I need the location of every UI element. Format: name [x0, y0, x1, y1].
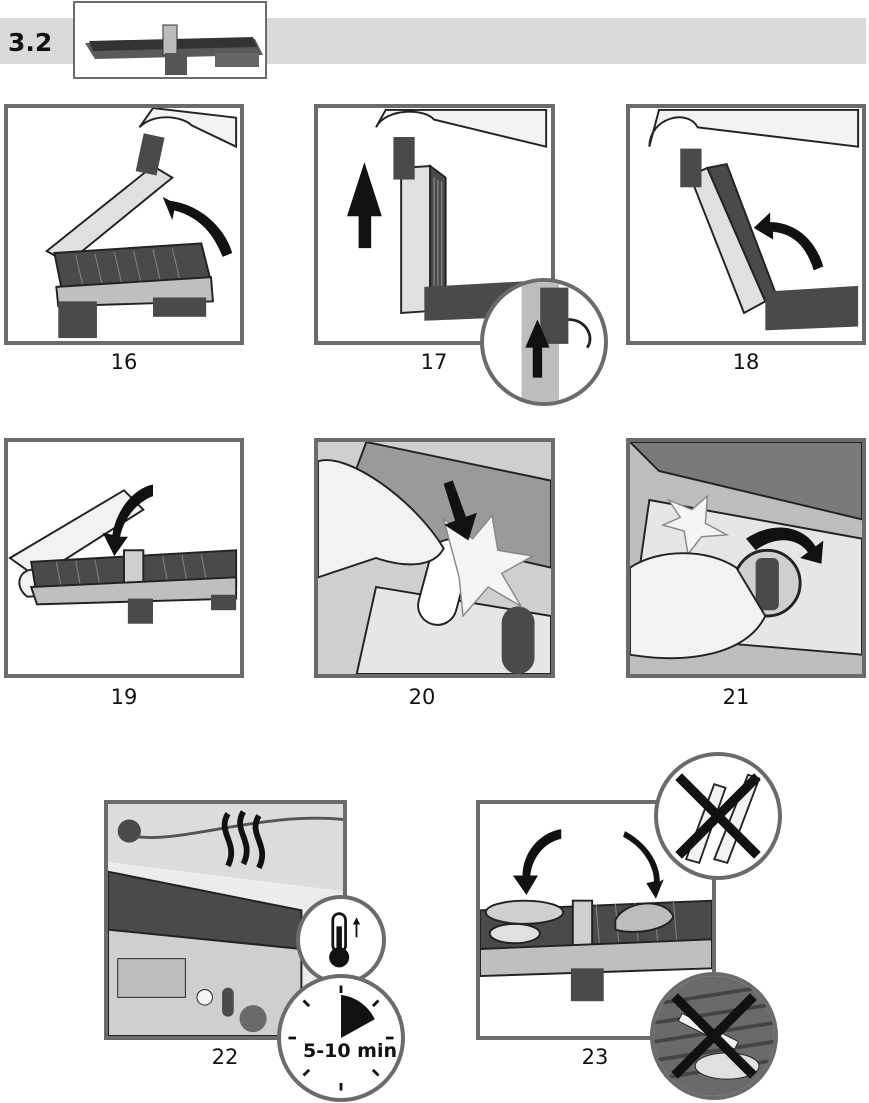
step-20-illustration	[314, 438, 555, 678]
section-number: 3.2	[8, 28, 52, 57]
thermometer-icon	[296, 895, 386, 985]
step-22-number: 22	[195, 1045, 255, 1069]
timer-clock-icon: 5-10 min	[277, 974, 405, 1102]
timer-duration-label: 5-10 min	[303, 1040, 397, 1062]
step-21-illustration	[626, 438, 866, 678]
step-20-number: 20	[392, 685, 452, 709]
step-21-number: 21	[706, 685, 766, 709]
no-metal-utensils-icon	[654, 752, 782, 880]
step-16-illustration	[4, 104, 244, 345]
step-23-number: 23	[565, 1045, 625, 1069]
step-17-detail-zoom	[480, 278, 608, 406]
step-19-number: 19	[94, 685, 154, 709]
section-thumbnail	[73, 1, 267, 79]
step-17-number: 17	[404, 350, 464, 374]
step-18-illustration	[626, 104, 866, 345]
step-18-number: 18	[716, 350, 776, 374]
no-cutting-on-plate-icon	[650, 972, 778, 1100]
step-16-number: 16	[94, 350, 154, 374]
step-19-illustration	[4, 438, 244, 678]
